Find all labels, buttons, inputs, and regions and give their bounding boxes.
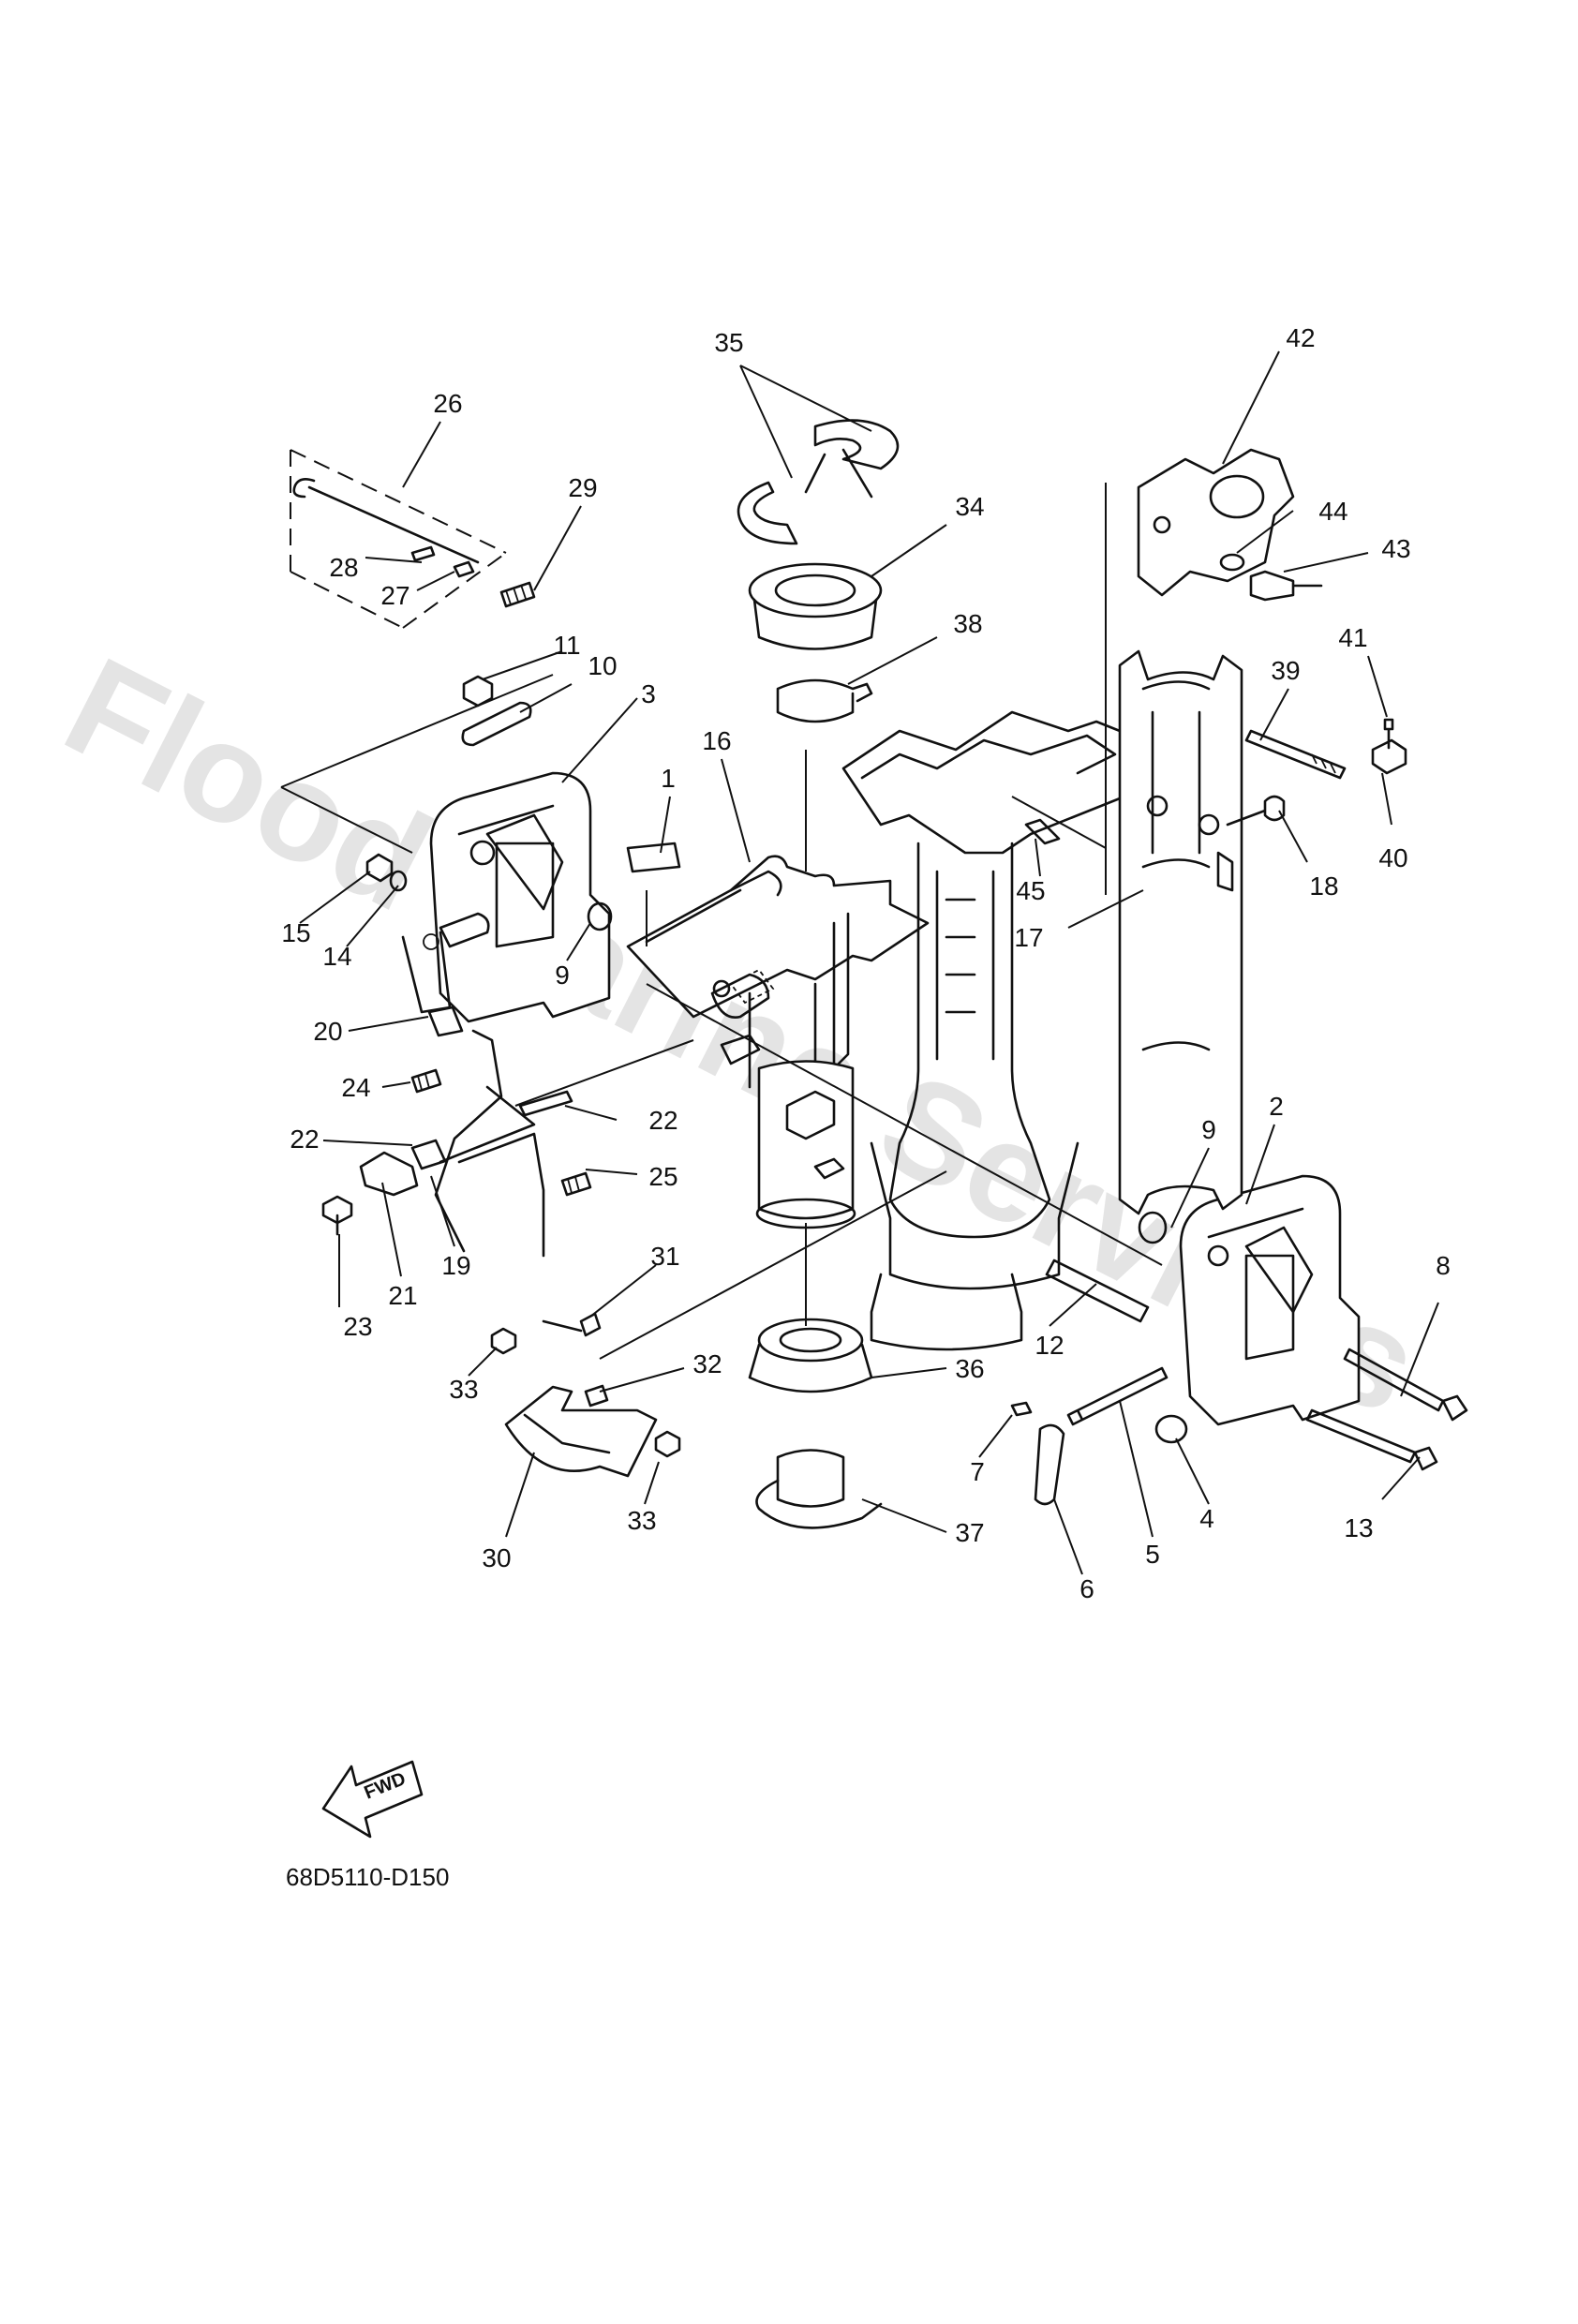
part-13-bolt [1305, 1408, 1438, 1471]
part-26-tilt-rod-kit [290, 449, 507, 629]
callout-32: 32 [692, 1349, 722, 1378]
callout-27: 27 [380, 581, 409, 610]
callout-29: 29 [568, 473, 597, 502]
part-29-spring [499, 581, 536, 608]
part-19-lever [434, 1029, 545, 1258]
callout-8: 8 [1436, 1251, 1451, 1280]
callout-43: 43 [1381, 534, 1410, 563]
callout-39: 39 [1271, 656, 1300, 685]
callout-41: 41 [1338, 623, 1367, 652]
callout-21: 21 [388, 1281, 417, 1310]
callout-28: 28 [329, 553, 358, 582]
callout-42: 42 [1286, 323, 1315, 352]
callout-6: 6 [1079, 1574, 1094, 1603]
callout-3: 3 [641, 679, 656, 708]
callout-40: 40 [1378, 843, 1407, 872]
callout-7: 7 [970, 1457, 985, 1486]
part-12-tube [1045, 1259, 1150, 1323]
callout-18: 18 [1309, 872, 1338, 901]
callout-13: 13 [1344, 1513, 1373, 1542]
callout-44: 44 [1318, 497, 1347, 526]
part-8-bolt [1343, 1348, 1468, 1422]
part-24-spring [410, 1068, 442, 1094]
callout-33-left: 33 [449, 1375, 478, 1404]
part-1-label [626, 842, 681, 873]
part-28-pin [410, 545, 436, 562]
part-21-plate [359, 1151, 419, 1197]
part-2-clamp-bracket-right [1179, 1174, 1361, 1426]
part-10-plate [461, 701, 532, 747]
part-32-spring [584, 1384, 609, 1408]
part-6-handle [1034, 1423, 1065, 1506]
part-44-washer [1219, 553, 1245, 572]
callout-leaders [299, 350, 1439, 1575]
callout-26: 26 [433, 389, 462, 418]
assembly-lines [280, 483, 1163, 1360]
part-4-nut [1154, 1414, 1188, 1444]
callout-12: 12 [1035, 1331, 1064, 1360]
part-22-bushing-a [518, 1090, 573, 1117]
callout-33-right: 33 [627, 1506, 656, 1535]
callout-25: 25 [648, 1162, 677, 1191]
part-20-bushing [427, 1006, 464, 1037]
callout-14: 14 [322, 942, 351, 971]
part-33-bolt-b [654, 1430, 681, 1458]
callout-2: 2 [1269, 1092, 1284, 1121]
part-43-bolt [1249, 570, 1323, 602]
part-9-washer-lower [1138, 1211, 1168, 1244]
part-38-clamp [776, 678, 873, 723]
callout-38: 38 [953, 609, 982, 638]
callout-24: 24 [341, 1073, 370, 1102]
part-11-nut [462, 675, 494, 708]
part-25-spring [560, 1171, 592, 1197]
callout-31: 31 [650, 1242, 679, 1271]
callout-labels: 35 34 38 42 44 43 41 39 40 18 17 45 16 1… [281, 323, 1450, 1603]
part-35-circlips [737, 419, 900, 545]
callout-9-upper: 9 [555, 961, 570, 990]
part-27-pin [453, 560, 475, 578]
callout-9-lower: 9 [1201, 1115, 1216, 1144]
part-33-bolt-a [490, 1327, 517, 1355]
part-5-clamp-screw [1066, 1366, 1169, 1426]
fwd-arrow-icon: FWD [321, 1760, 424, 1839]
callout-16: 16 [702, 726, 731, 755]
part-42-bracket [1137, 448, 1295, 597]
part-45-pin [1024, 818, 1061, 845]
callout-23: 23 [343, 1312, 372, 1341]
callout-35: 35 [714, 328, 743, 357]
callout-20: 20 [313, 1017, 342, 1046]
part-14-washer [389, 870, 408, 892]
diagram-code: 68D5110-D150 [286, 1863, 449, 1891]
callout-11: 11 [553, 631, 580, 660]
part-22-bushing-b [410, 1139, 447, 1170]
part-36-bushing [748, 1318, 873, 1393]
part-39-pin [1244, 729, 1347, 780]
callout-36: 36 [955, 1354, 984, 1383]
part-23-bolt [321, 1195, 353, 1236]
part-34-bushing [748, 562, 883, 650]
callout-30: 30 [482, 1543, 511, 1572]
part-40-clip [1371, 738, 1407, 775]
callout-5: 5 [1145, 1540, 1160, 1569]
callout-4: 4 [1199, 1504, 1214, 1533]
callout-37: 37 [955, 1518, 984, 1547]
part-17-swivel-case [1118, 649, 1243, 1215]
part-18-bolt [1226, 795, 1286, 827]
part-7-pin [1010, 1401, 1033, 1417]
callout-22-right: 22 [648, 1106, 677, 1135]
callout-10: 10 [588, 651, 617, 680]
part-9-washer-upper [587, 901, 613, 931]
callout-15: 15 [281, 918, 310, 947]
part-30-tilt-lever [504, 1385, 658, 1478]
callout-34: 34 [955, 492, 984, 521]
callout-45: 45 [1016, 876, 1045, 905]
callout-1: 1 [661, 764, 676, 793]
part-41-screw [1383, 718, 1394, 750]
part-3-clamp-bracket-left [401, 771, 611, 1023]
callout-22-left: 22 [290, 1125, 319, 1154]
callout-19: 19 [441, 1251, 470, 1280]
callout-17: 17 [1014, 923, 1043, 952]
part-37-sleeve [755, 1449, 883, 1529]
